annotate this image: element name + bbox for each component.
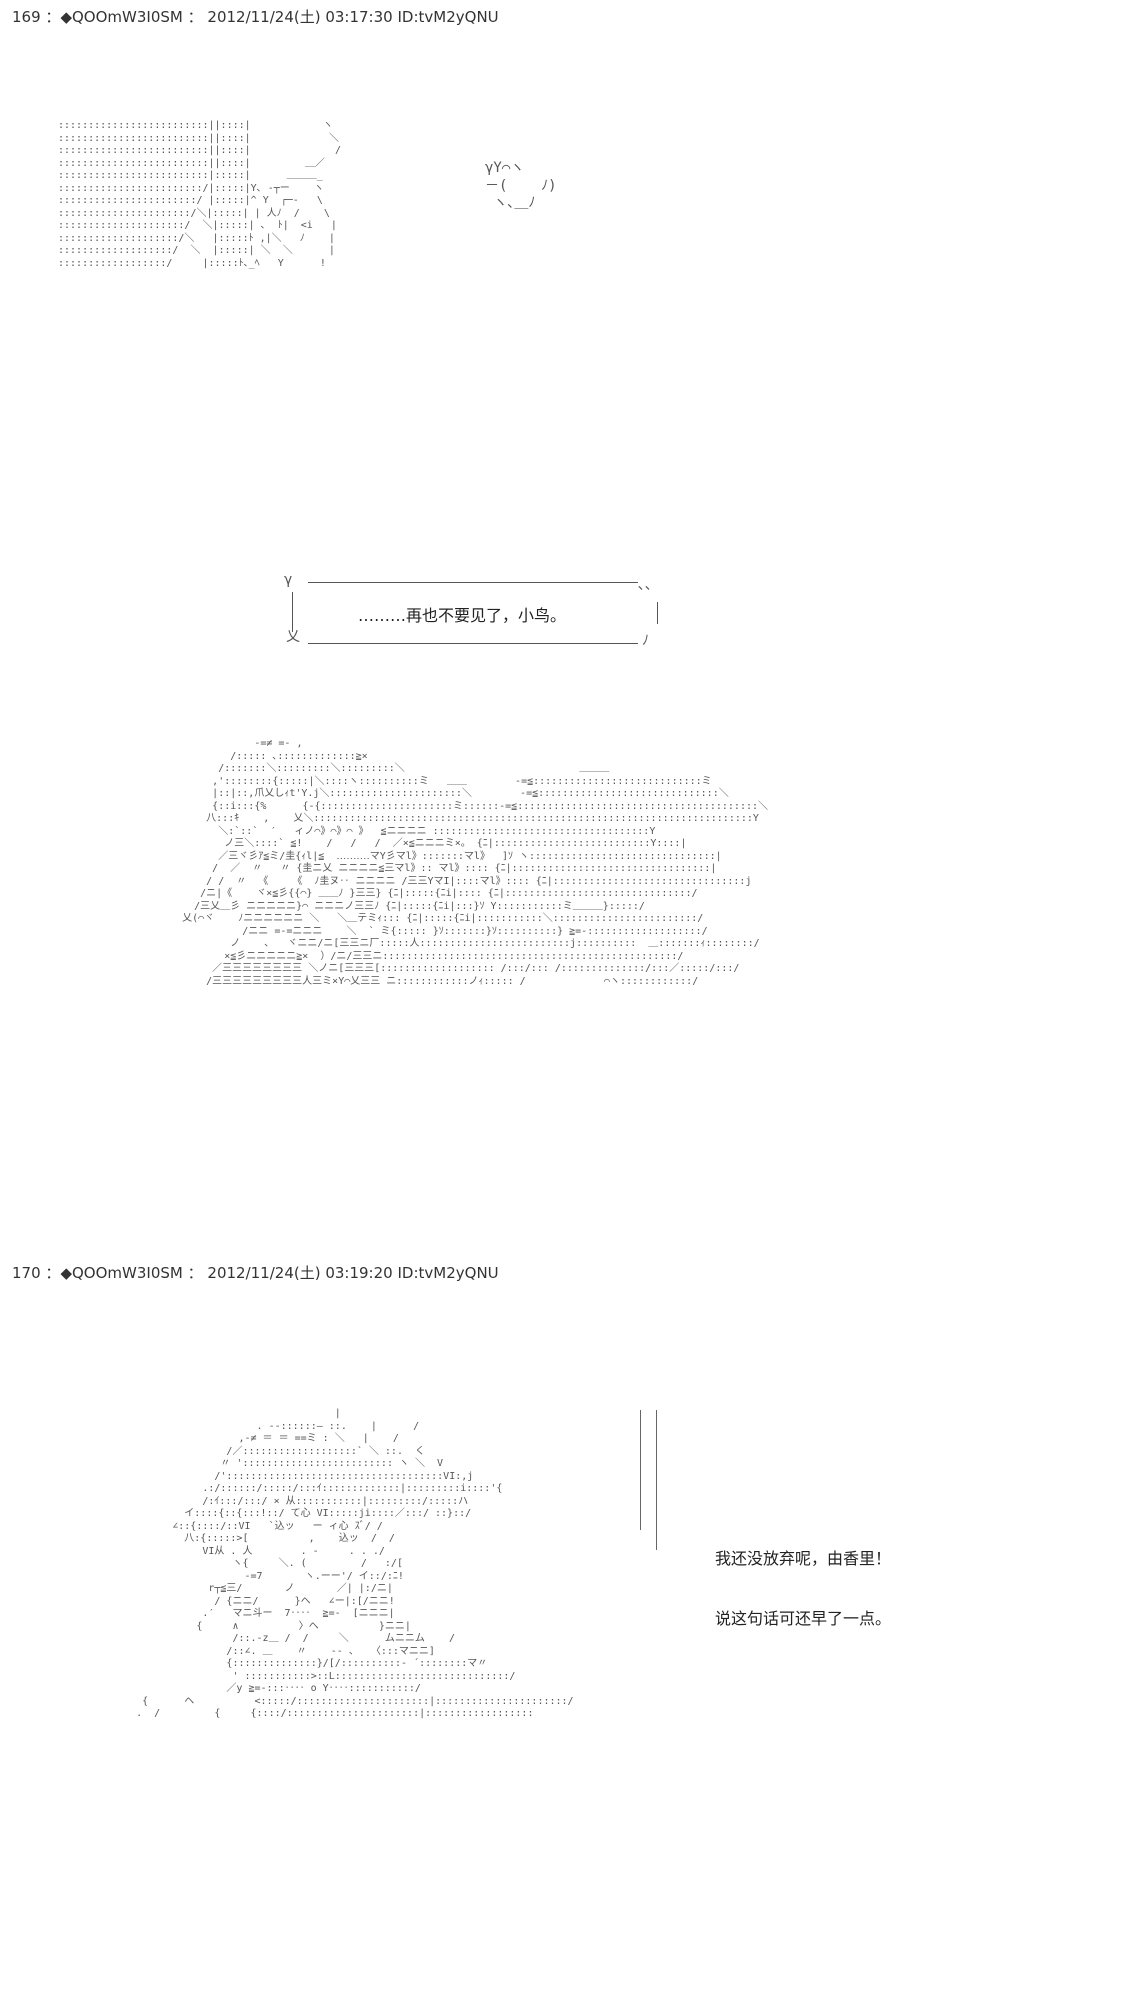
post-number: 169 — [12, 8, 41, 26]
bubble-corner-icon: ﾉ — [642, 633, 649, 649]
post-number: 170 — [12, 1264, 41, 1282]
post-datetime: 2012/11/24(土) 03:19:20 — [207, 1264, 393, 1282]
post-separator: ： — [187, 1264, 203, 1282]
dialog-line-2: 说这句话可还早了一点。 — [715, 1609, 892, 1628]
post-id: ID:tvM2yQNU — [397, 1264, 499, 1282]
bubble-corner-icon: ､､ — [638, 577, 652, 593]
post-separator: ： — [45, 8, 61, 26]
ascii-art-window-figure: :::::::::::::::::::::::::||::::| ヽ :::::… — [58, 120, 341, 269]
post-separator: ： — [187, 8, 203, 26]
bubble-corner-icon: 乂 — [286, 629, 300, 645]
post-separator: ： — [45, 1264, 61, 1282]
bubble-right-border — [657, 602, 658, 624]
divider-line — [640, 1410, 641, 1530]
bubble-corner-icon: γ — [284, 572, 293, 588]
ascii-art-standing-figure: | . -‐::::::― ::. | / ,-≠ ＝ ＝ ==ミ : ＼ | … — [136, 1408, 574, 1719]
post-header-170: 170 ：◆QOOmW3I0SM ： 2012/11/24(土) 03:19:2… — [12, 1262, 499, 1283]
bubble-bottom-border — [308, 643, 638, 644]
ascii-art-embrace: -=≠ =- , /::::: ､:::::::::::::≧× /::::::… — [182, 738, 769, 987]
post-trip: QOOmW3I0SM — [71, 8, 183, 26]
dialog-line-1: 我还没放弃呢，由香里！ — [715, 1549, 892, 1568]
trip-marker-icon: ◆ — [60, 8, 72, 26]
post-id: ID:tvM2yQNU — [397, 8, 499, 26]
trip-marker-icon: ◆ — [60, 1264, 72, 1282]
bubble-text: ………再也不要见了，小鸟。 — [358, 606, 567, 625]
bubble-top-border — [308, 582, 638, 583]
post-trip: QOOmW3I0SM — [71, 1264, 183, 1282]
speech-bubble: γ ､､ 乂 ﾉ ………再也不要见了，小鸟。 — [284, 572, 658, 649]
bubble-left-border — [292, 592, 293, 632]
ascii-art-bird: γY⌒ヽ －( ﾉ) ヽ､＿ﾉ — [485, 160, 557, 211]
post-header-169: 169 ：◆QOOmW3I0SM ： 2012/11/24(土) 03:17:3… — [12, 6, 499, 27]
divider-line — [656, 1410, 657, 1550]
post-datetime: 2012/11/24(土) 03:17:30 — [207, 8, 393, 26]
